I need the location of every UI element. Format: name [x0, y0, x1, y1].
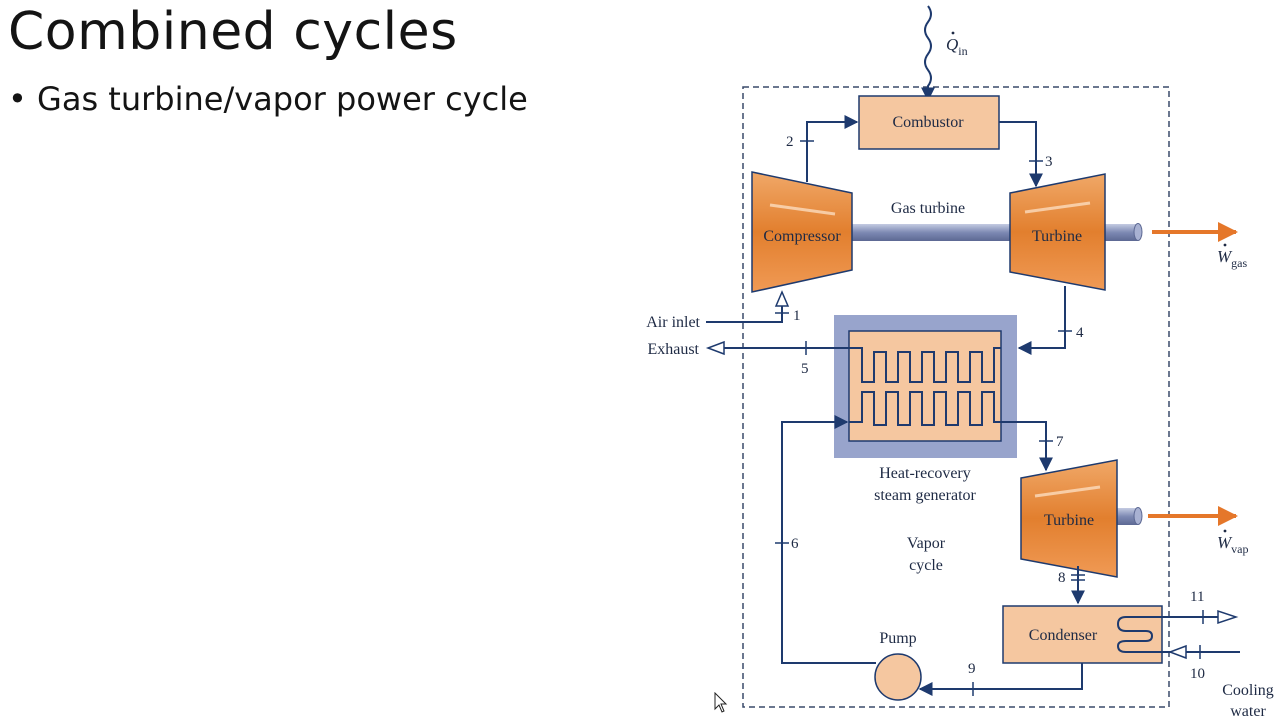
flow-2: [806, 115, 859, 182]
compressor-highlight: [769, 203, 836, 216]
vapor-shaft-end: [1133, 507, 1143, 525]
condenser-label: Condenser: [1029, 627, 1098, 644]
state-10: 10: [1190, 666, 1205, 682]
vapor-cycle-label-1: Vapor: [907, 535, 946, 552]
flow-7: [1001, 421, 1053, 472]
gas-turbine-label: Gas turbine: [891, 200, 965, 217]
state-7: 7: [1056, 434, 1064, 450]
cooling-in-arrowhead: [1167, 644, 1187, 660]
air-inlet-arrowhead: [774, 290, 790, 307]
compressor: [751, 171, 853, 293]
cooling-water-label-1: Cooling: [1222, 682, 1274, 699]
vapor-cycle-label-2: cycle: [909, 557, 943, 574]
heat-input-arrow: [921, 5, 935, 102]
bullet-item: • Gas turbine/vapor power cycle: [8, 80, 528, 118]
compressor-label: Compressor: [763, 228, 841, 245]
state-9: 9: [968, 661, 976, 677]
air-inlet-label: Air inlet: [646, 314, 700, 331]
work-gas-dot: [1223, 243, 1227, 247]
exhaust-label: Exhaust: [647, 341, 699, 358]
state-3: 3: [1045, 154, 1053, 170]
heat-input-label: Qin: [946, 35, 968, 58]
gas-shaft-end: [1133, 223, 1143, 241]
cooling-out-arrowhead: [1217, 609, 1239, 625]
cooling-water-label-2: water: [1230, 703, 1266, 720]
hrsg-label-1: Heat-recovery: [879, 465, 971, 482]
work-gas-label: Wgas: [1217, 247, 1247, 270]
flow-9: [918, 663, 1083, 696]
slide-title: Combined cycles: [8, 2, 458, 62]
hrsg-label-2: steam generator: [874, 487, 976, 504]
work-vap-label: Wvap: [1217, 533, 1249, 556]
state-1: 1: [793, 308, 801, 324]
gas-turbine-highlight: [1024, 201, 1091, 214]
flow-4: [1017, 286, 1066, 355]
vapor-turbine-highlight: [1034, 485, 1101, 498]
pump: [874, 653, 922, 701]
vapor-turbine-name: Turbine: [1044, 512, 1094, 529]
state-8: 8: [1058, 570, 1066, 586]
combustor-label: Combustor: [892, 114, 964, 131]
state-4: 4: [1076, 325, 1084, 341]
state-2: 2: [786, 134, 794, 150]
bullet-marker: •: [8, 80, 27, 118]
bullet-text: Gas turbine/vapor power cycle: [37, 80, 528, 118]
combustor: [858, 95, 1000, 150]
work-vap-dot: [1223, 529, 1227, 533]
gas-turbine-name: Turbine: [1032, 228, 1082, 245]
flow-1: [706, 296, 783, 323]
hrsg-coil-upper: [849, 347, 1001, 383]
condenser: [1002, 605, 1163, 664]
condenser-coil: [1116, 616, 1162, 653]
state-6: 6: [791, 536, 799, 552]
state-11: 11: [1190, 589, 1204, 605]
heat-input-dot: [951, 31, 955, 35]
hrsg-coil-lower: [849, 391, 1001, 426]
pump-label: Pump: [879, 630, 916, 647]
system-boundary: [742, 86, 1170, 708]
exhaust-arrowhead: [705, 340, 725, 356]
mouse-cursor-icon: [714, 692, 728, 713]
state-5: 5: [801, 361, 809, 377]
flow-3: [999, 121, 1043, 188]
